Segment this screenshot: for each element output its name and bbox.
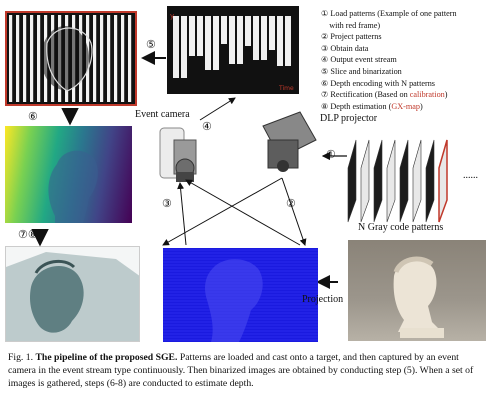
legend-item-text: Obtain data	[330, 43, 369, 53]
stripe	[37, 15, 41, 102]
depth-point-cloud	[5, 246, 140, 342]
legend-item-number: ④	[321, 55, 331, 65]
legend-item: ⑤ Slice and binarization	[321, 66, 491, 78]
step-4-badge: ④	[202, 120, 212, 133]
caption-body: Patterns are loaded and cast onto a targ…	[8, 352, 474, 390]
legend-item-number: ⑥	[321, 78, 331, 88]
event-capture-image	[163, 248, 318, 342]
event-bar	[197, 16, 203, 56]
legend-item-number: ⑧	[321, 101, 331, 111]
event-bar	[213, 16, 219, 70]
statue-photo	[348, 240, 486, 341]
event-bar	[277, 16, 283, 66]
gray-code-sheet	[360, 139, 370, 223]
step-5-badge: ⑤	[146, 38, 156, 51]
step-6-badge: ⑥	[28, 110, 38, 123]
legend-item-number: ③	[321, 43, 331, 53]
event-stream-bars: y Time	[170, 12, 294, 92]
legend-item: ⑦ Rectification (Based on calibration)	[321, 89, 491, 101]
event-camera-label: Event camera	[135, 109, 190, 120]
stripe	[9, 15, 13, 102]
depth-encoding-image	[5, 126, 132, 223]
legend-item-number: ①	[321, 9, 331, 18]
legend-item-tail: )	[444, 90, 448, 100]
stripe	[107, 15, 111, 102]
legend-item-text: Depth estimation (	[330, 101, 392, 111]
legend-item-text: Slice and binarization	[330, 66, 402, 76]
stripe	[128, 15, 132, 102]
event-bar	[269, 16, 275, 50]
pipeline-legend: ① Load patterns (Example of one pattern …	[321, 8, 491, 112]
event-bar	[261, 16, 267, 60]
binarized-pattern-image	[5, 11, 137, 106]
event-capture-texture	[163, 249, 318, 342]
legend-item: ⑥ Depth encoding with N patterns	[321, 78, 491, 90]
legend-item-text: with red frame)	[329, 20, 381, 30]
stripe	[100, 15, 104, 102]
stripe	[30, 15, 34, 102]
legend-item: ⑧ Depth estimation (GX-map)	[321, 101, 491, 113]
axis-y-label: y	[170, 12, 174, 20]
caption-fig-number: Fig. 1.	[8, 352, 34, 363]
legend-item-text: Rectification (Based on	[330, 90, 410, 100]
event-stream-plot: y Time	[167, 6, 299, 94]
legend-item-highlight: GX-map	[391, 101, 420, 111]
ellipsis-label: ......	[463, 170, 478, 181]
gray-code-sheet	[412, 139, 422, 223]
legend-item-tail: )	[420, 101, 423, 111]
event-bar	[205, 16, 211, 70]
event-camera-icon	[159, 127, 197, 182]
point-cloud-shape	[6, 252, 139, 341]
legend-item-text: Project patterns	[330, 32, 382, 42]
event-bar	[237, 16, 243, 64]
legend-item-number	[321, 21, 329, 30]
event-bar	[229, 16, 235, 64]
gray-code-sheet	[373, 139, 383, 223]
gray-code-sheet	[347, 139, 357, 223]
gray-code-sheet	[399, 139, 409, 223]
legend-item: ③ Obtain data	[321, 43, 491, 55]
event-bar	[181, 16, 187, 78]
legend-item-text: Depth encoding with N patterns	[330, 78, 435, 88]
legend-item: ② Project patterns	[321, 31, 491, 43]
legend-item: ① Load patterns (Example of one pattern	[321, 8, 491, 20]
event-bar	[189, 16, 195, 56]
legend-item-text: Load patterns (Example of one pattern	[330, 9, 457, 18]
step-78-badge: ⑦⑧	[18, 228, 38, 241]
stripe	[121, 15, 125, 102]
step-1-badge: ①	[326, 148, 336, 161]
step-2-badge: ②	[286, 197, 296, 210]
dlp-projector-label: DLP projector	[320, 113, 378, 124]
legend-item-number: ⑤	[321, 66, 331, 76]
event-bar	[173, 16, 179, 78]
gray-code-stack	[347, 139, 448, 223]
gray-code-sheet	[386, 139, 396, 223]
binarized-stripes	[9, 15, 132, 102]
gray-code-sheet	[438, 139, 448, 223]
dlp-projector-icon	[262, 111, 317, 172]
legend-item: ④ Output event stream	[321, 54, 491, 66]
depth-head-shape	[48, 150, 98, 223]
event-bar	[245, 16, 251, 46]
gray-code-sheet	[425, 139, 435, 223]
legend-item-number: ⑦	[321, 90, 331, 100]
gray-code-label: N Gray code patterns	[358, 222, 444, 233]
event-bar	[221, 16, 227, 44]
event-bar	[253, 16, 259, 60]
figure-caption: Fig. 1. The pipeline of the proposed SGE…	[8, 351, 486, 391]
axis-time-label: Time	[278, 85, 294, 92]
legend-item-text: Output event stream	[330, 55, 397, 65]
step-3-badge: ③	[162, 197, 172, 210]
stripe	[114, 15, 118, 102]
stripe	[23, 15, 27, 102]
legend-item-highlight: calibration	[409, 90, 445, 100]
projection-label: Projection	[302, 294, 344, 305]
stripe	[16, 15, 20, 102]
legend-item-number: ②	[321, 32, 331, 42]
event-bar	[285, 16, 291, 66]
stripe	[93, 15, 97, 102]
legend-item: with red frame)	[321, 20, 491, 32]
statue-shape	[393, 256, 444, 338]
caption-title: The pipeline of the proposed SGE.	[35, 352, 178, 363]
